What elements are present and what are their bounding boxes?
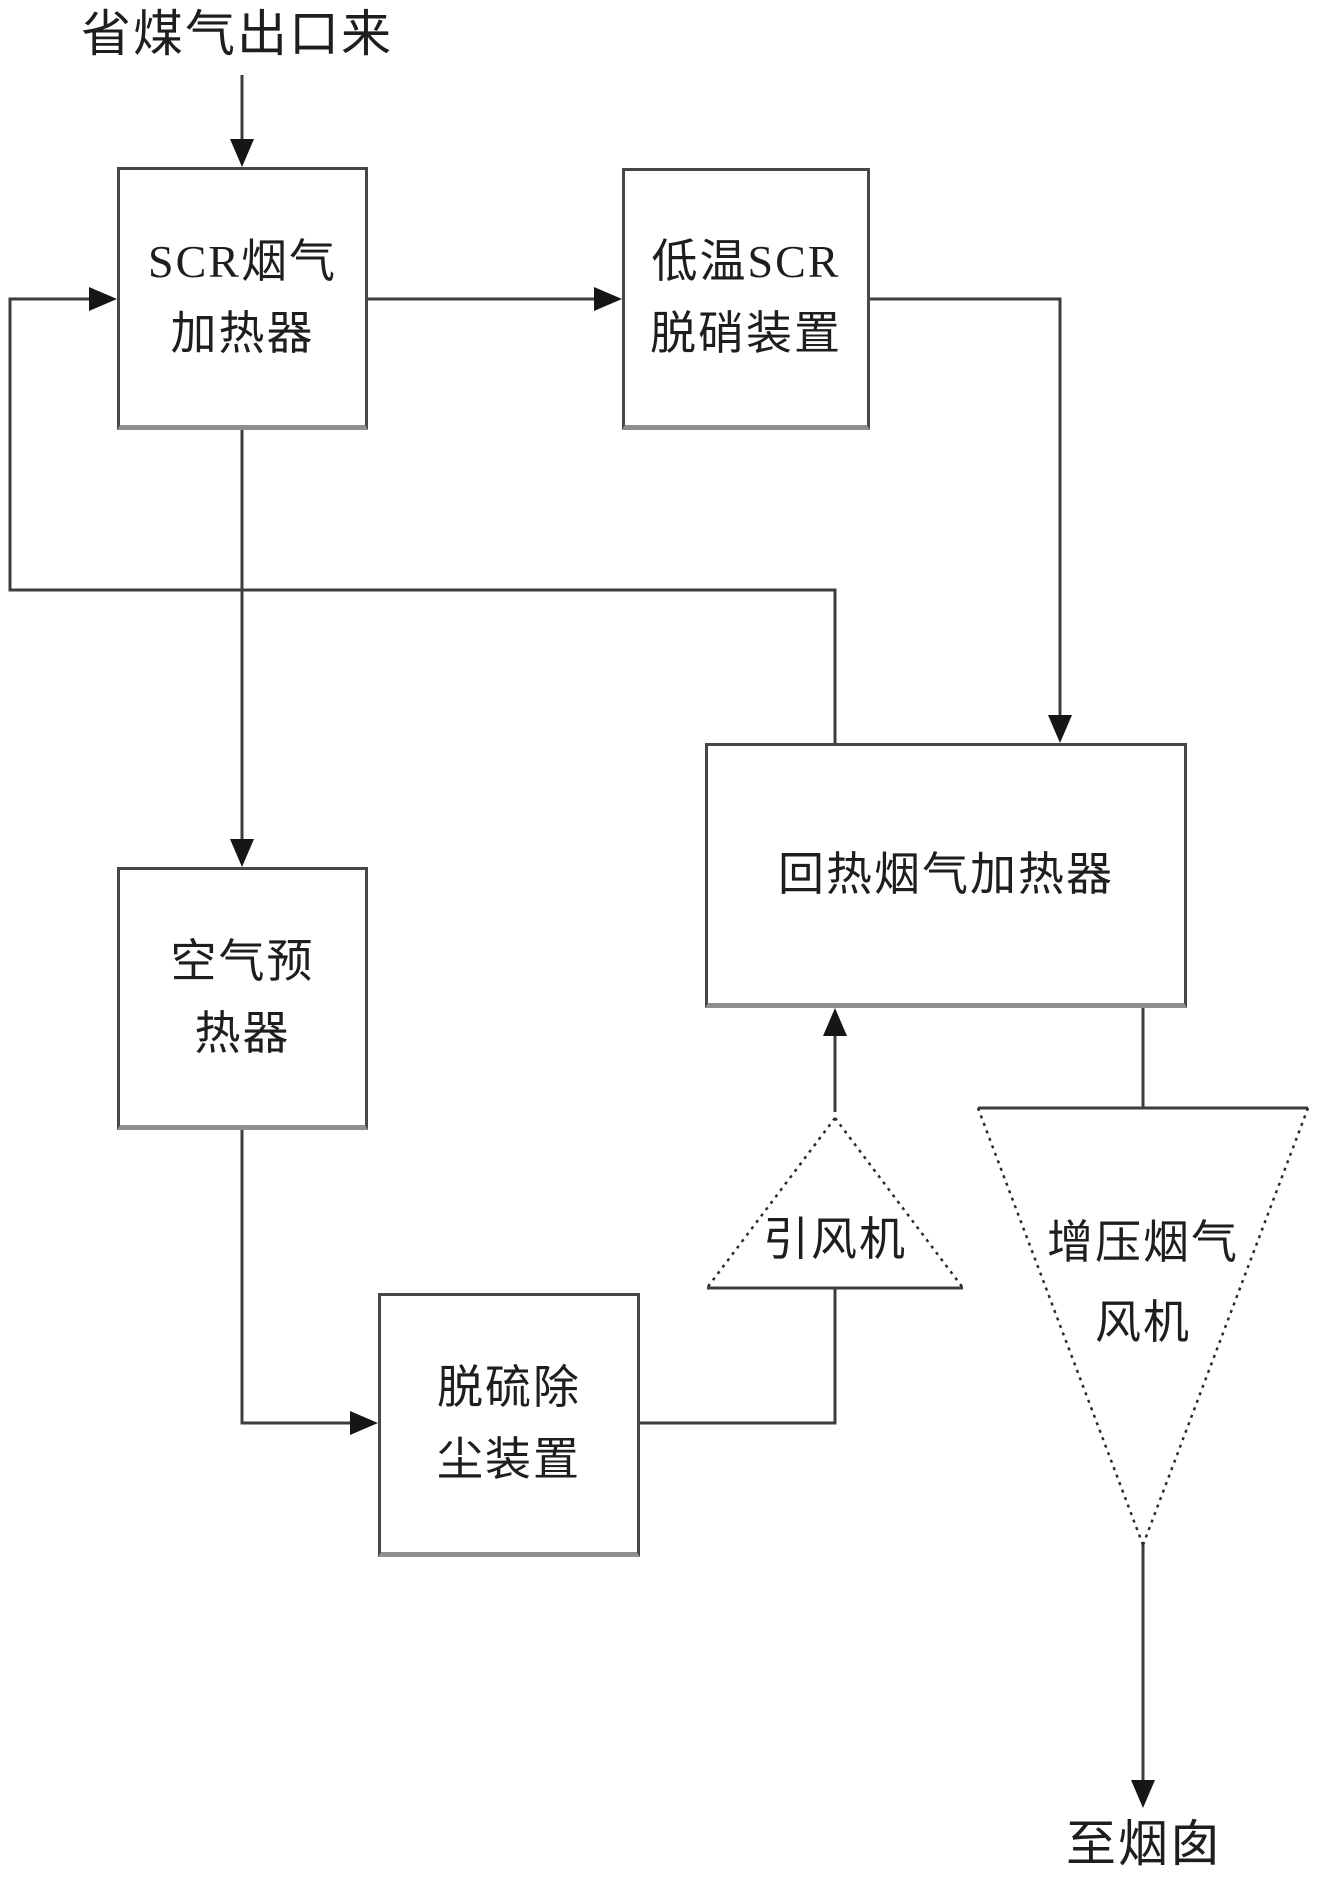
desulfurization-label-line1: 脱硫除 <box>437 1362 581 1413</box>
arrowhead-to-chimney <box>1131 1780 1155 1808</box>
regenerative-gas-heater-label: 回热烟气加热器 <box>778 848 1114 900</box>
air-preheater-label-line1: 空气预 <box>170 935 315 987</box>
edge-regen-heater-to-scr-heater <box>8 297 837 743</box>
economizer-outlet-label: 省煤气出口来 <box>81 6 393 62</box>
booster-gas-fan-label: 增压烟气 风机 <box>983 1203 1303 1363</box>
desulfurization-label-line2: 尘装置 <box>437 1434 581 1485</box>
edge-desulfurization-to-idfan <box>640 1288 837 1425</box>
arrowhead-into-regen-heater-top <box>1048 715 1072 743</box>
scr-gas-heater-label-line1: SCR烟气 <box>148 235 337 287</box>
edge-lowtemp-scr-to-regen-heater <box>870 297 1062 715</box>
air-preheater-box: 空气预 热器 <box>117 867 368 1130</box>
induced-draft-fan-triangle <box>706 1117 964 1289</box>
arrowhead-into-regen-heater-bottom <box>823 1008 847 1036</box>
chimney-label: 至烟囱 <box>1066 1816 1222 1872</box>
arrowhead-into-air-preheater <box>230 839 254 867</box>
arrowhead-into-scr-heater-left <box>89 287 117 311</box>
desulfurization-dedusting-box: 脱硫除 尘装置 <box>378 1293 640 1557</box>
arrowhead-into-scr-heater-top <box>230 139 254 167</box>
booster-gas-fan-label-line1: 增压烟气 <box>1047 1217 1239 1268</box>
booster-gas-fan-label-line2: 风机 <box>1095 1297 1191 1348</box>
booster-fan-triangle <box>976 1107 1310 1546</box>
arrowhead-into-lowtemp-scr <box>594 287 622 311</box>
scr-gas-heater-label-line2: 加热器 <box>170 307 315 359</box>
induced-draft-fan-label: 引风机 <box>763 1214 907 1265</box>
arrowhead-into-desulfurization <box>350 1411 378 1435</box>
low-temp-scr-denitration-box: 低温SCR 脱硝装置 <box>622 168 870 430</box>
air-preheater-label-line2: 热器 <box>194 1007 291 1059</box>
low-temp-scr-label-line2: 脱硝装置 <box>650 308 842 359</box>
scr-gas-heater-box: SCR烟气 加热器 <box>117 167 368 430</box>
regenerative-gas-heater-box: 回热烟气加热器 <box>705 743 1187 1008</box>
edge-air-preheater-to-desulfurization <box>240 1130 350 1425</box>
low-temp-scr-label-line1: 低温SCR <box>651 236 841 287</box>
